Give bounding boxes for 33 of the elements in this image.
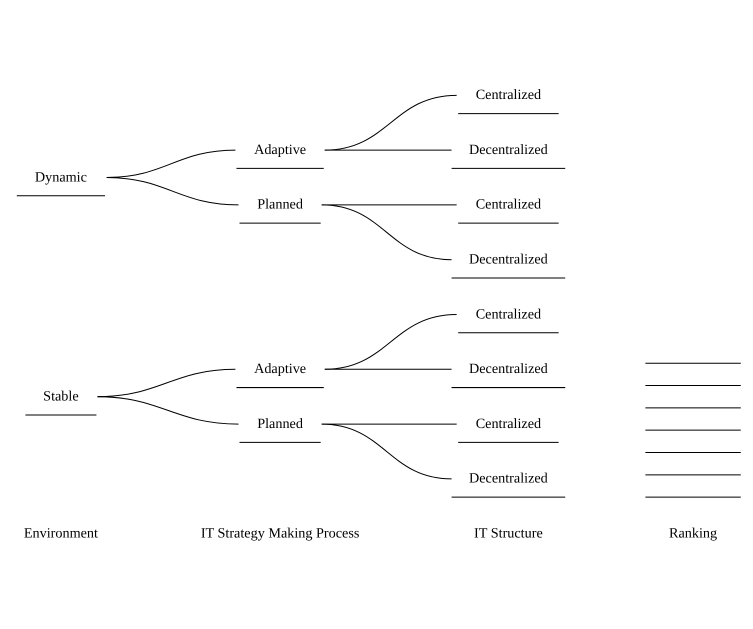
connector [324,368,452,370]
connector [96,396,238,425]
node-text: Planned [256,196,302,213]
node-text: Stable [42,388,78,404]
connector [324,94,456,151]
node-text: Centralized [475,196,541,213]
node-text: Planned [256,416,302,432]
node-line [644,385,740,386]
connector [324,150,452,151]
node-text: Dynamic [34,169,86,186]
node-text: Centralized [475,416,541,432]
connector [321,424,452,480]
label: IT Strategy Making Process [200,525,359,542]
node-line [644,452,740,453]
node-line [644,430,740,431]
connector [321,204,452,260]
node-text: Centralized [475,306,541,322]
node-line [644,362,740,364]
node-text: Centralized [475,87,541,104]
connector [324,314,456,370]
label: IT Structure [474,525,542,542]
node-text: Adaptive [254,361,306,378]
node-text: Adaptive [254,142,306,158]
connector [106,177,238,206]
node-text: Decentralized [468,251,548,268]
node-text: Decentralized [468,142,548,158]
node-line [644,496,740,498]
label: Environment [23,525,98,542]
node-line [644,474,740,476]
label: Ranking [668,525,717,542]
node-text: Decentralized [468,361,548,378]
node-line [644,407,740,408]
node-text: Decentralized [468,470,548,487]
